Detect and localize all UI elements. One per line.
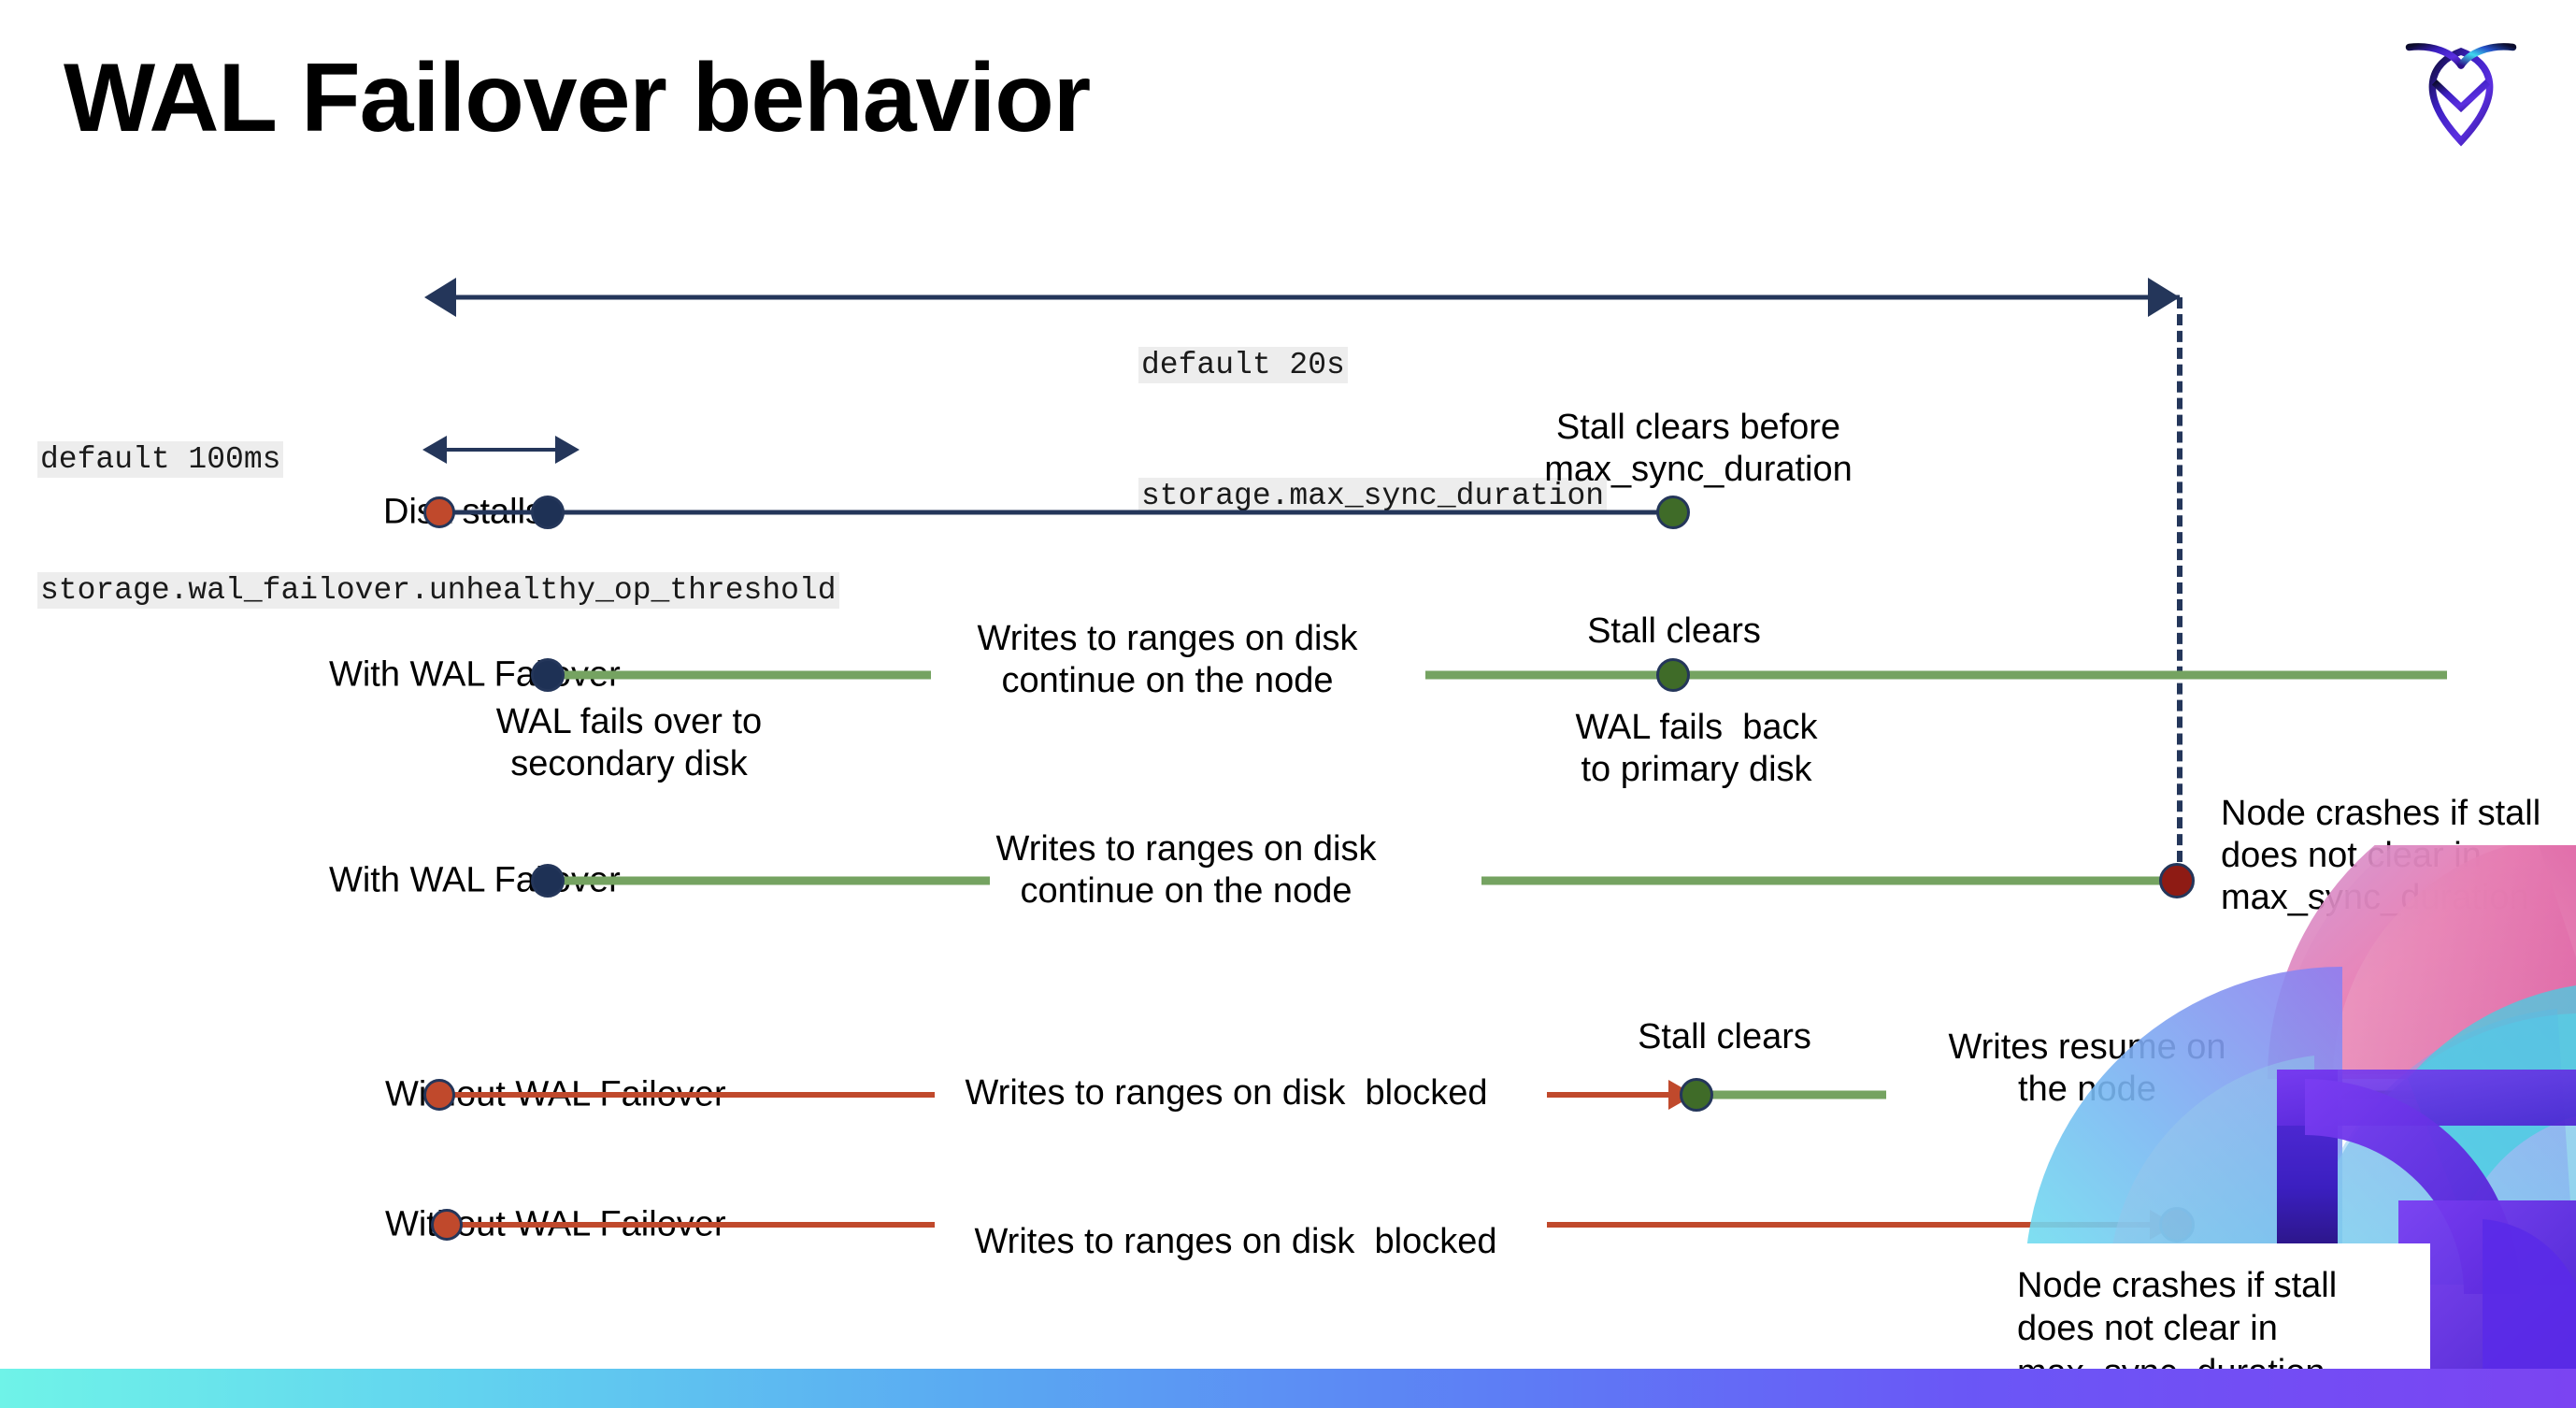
with-wal-failover-1-failover-dot — [531, 658, 565, 692]
writes-resume-note: Writes resume on the node — [1948, 1027, 2226, 1109]
with-wal-failover-2-crash-dot — [2159, 863, 2195, 898]
max-sync-duration-annotation: default 20s storage.max_sync_duration — [1138, 256, 1608, 607]
without-wal-failover-1-blocked-right — [1547, 1092, 1668, 1098]
with-wal-failover-2-segment-right — [1481, 876, 2182, 885]
node-crashes-note-inline: Node crashes if stall does not clear in … — [2221, 794, 2541, 917]
page-title: WAL Failover behavior — [64, 44, 1091, 152]
without-wal-failover-1-clears-dot — [1680, 1078, 1713, 1112]
max-sync-setting-label: storage.max_sync_duration — [1138, 478, 1608, 515]
max-sync-duration-span-line — [456, 295, 2180, 300]
cockroachdb-logo-icon — [2405, 43, 2517, 147]
max-sync-span-left-arrowhead — [424, 278, 456, 317]
bottom-gradient-bar — [0, 1369, 2576, 1408]
without-wal-failover-2-blocked-left — [439, 1222, 935, 1228]
without-wal-failover-1-stall-clears-note: Stall clears — [1638, 1017, 1811, 1056]
with-wal-failover-1-writes-note: Writes to ranges on disk continue on the… — [977, 619, 1358, 700]
stall-clears-before-max-sync-note: Stall clears before max_sync_duration — [1544, 408, 1853, 489]
without-wal-failover-2-blocked-right — [1547, 1222, 2164, 1228]
wal-fails-over-note: WAL fails over to secondary disk — [495, 702, 763, 783]
wal-fails-back-note: WAL fails back to primary disk — [1575, 708, 1818, 789]
with-wal-failover-2-writes-note: Writes to ranges on disk continue on the… — [995, 829, 1377, 911]
with-wal-failover-1-stall-clears-note: Stall clears — [1587, 611, 1761, 651]
without-wal-failover-2-start-dot — [431, 1209, 463, 1241]
unhealthy-op-left-arrowhead — [422, 436, 447, 464]
unhealthy-op-right-arrowhead — [555, 436, 580, 464]
disk-stall-start-dot — [423, 496, 455, 528]
unhealthy-op-threshold-annotation: default 100ms storage.wal_failover.unhea… — [37, 351, 839, 701]
without-wal-failover-2-blocked-note: Writes to ranges on disk blocked — [974, 1222, 1497, 1261]
unhealthy-op-default-label: default 100ms — [37, 440, 284, 478]
without-wal-failover-1-resume-segment — [1710, 1090, 1886, 1099]
disk-stall-clears-dot — [1656, 496, 1690, 529]
disk-stall-threshold-dot — [531, 496, 565, 529]
with-wal-failover-2-segment-left — [548, 876, 990, 885]
with-wal-failover-2-failover-dot — [531, 864, 565, 898]
without-wal-failover-1-blocked-left — [439, 1092, 935, 1098]
without-wal-failover-2-crash-dot — [2159, 1207, 2195, 1243]
without-wal-failover-1-start-dot — [423, 1079, 455, 1111]
with-wal-failover-1-clears-dot — [1656, 658, 1690, 692]
without-wal-failover-1-blocked-note: Writes to ranges on disk blocked — [965, 1073, 1488, 1113]
max-sync-deadline-dashed-line — [2177, 297, 2182, 879]
max-sync-span-right-arrowhead — [2148, 278, 2180, 317]
with-wal-failover-1-segment-left — [548, 670, 931, 680]
unhealthy-op-span-line — [447, 448, 555, 452]
max-sync-default-label: default 20s — [1138, 346, 1348, 383]
without-wal-failover-1-resume-segment-far — [2290, 1090, 2454, 1099]
with-wal-failover-1-segment-right — [1425, 670, 2447, 680]
disk-stalls-timeline — [437, 510, 1671, 515]
unhealthy-op-setting-label: storage.wal_failover.unhealthy_op_thresh… — [37, 572, 839, 610]
